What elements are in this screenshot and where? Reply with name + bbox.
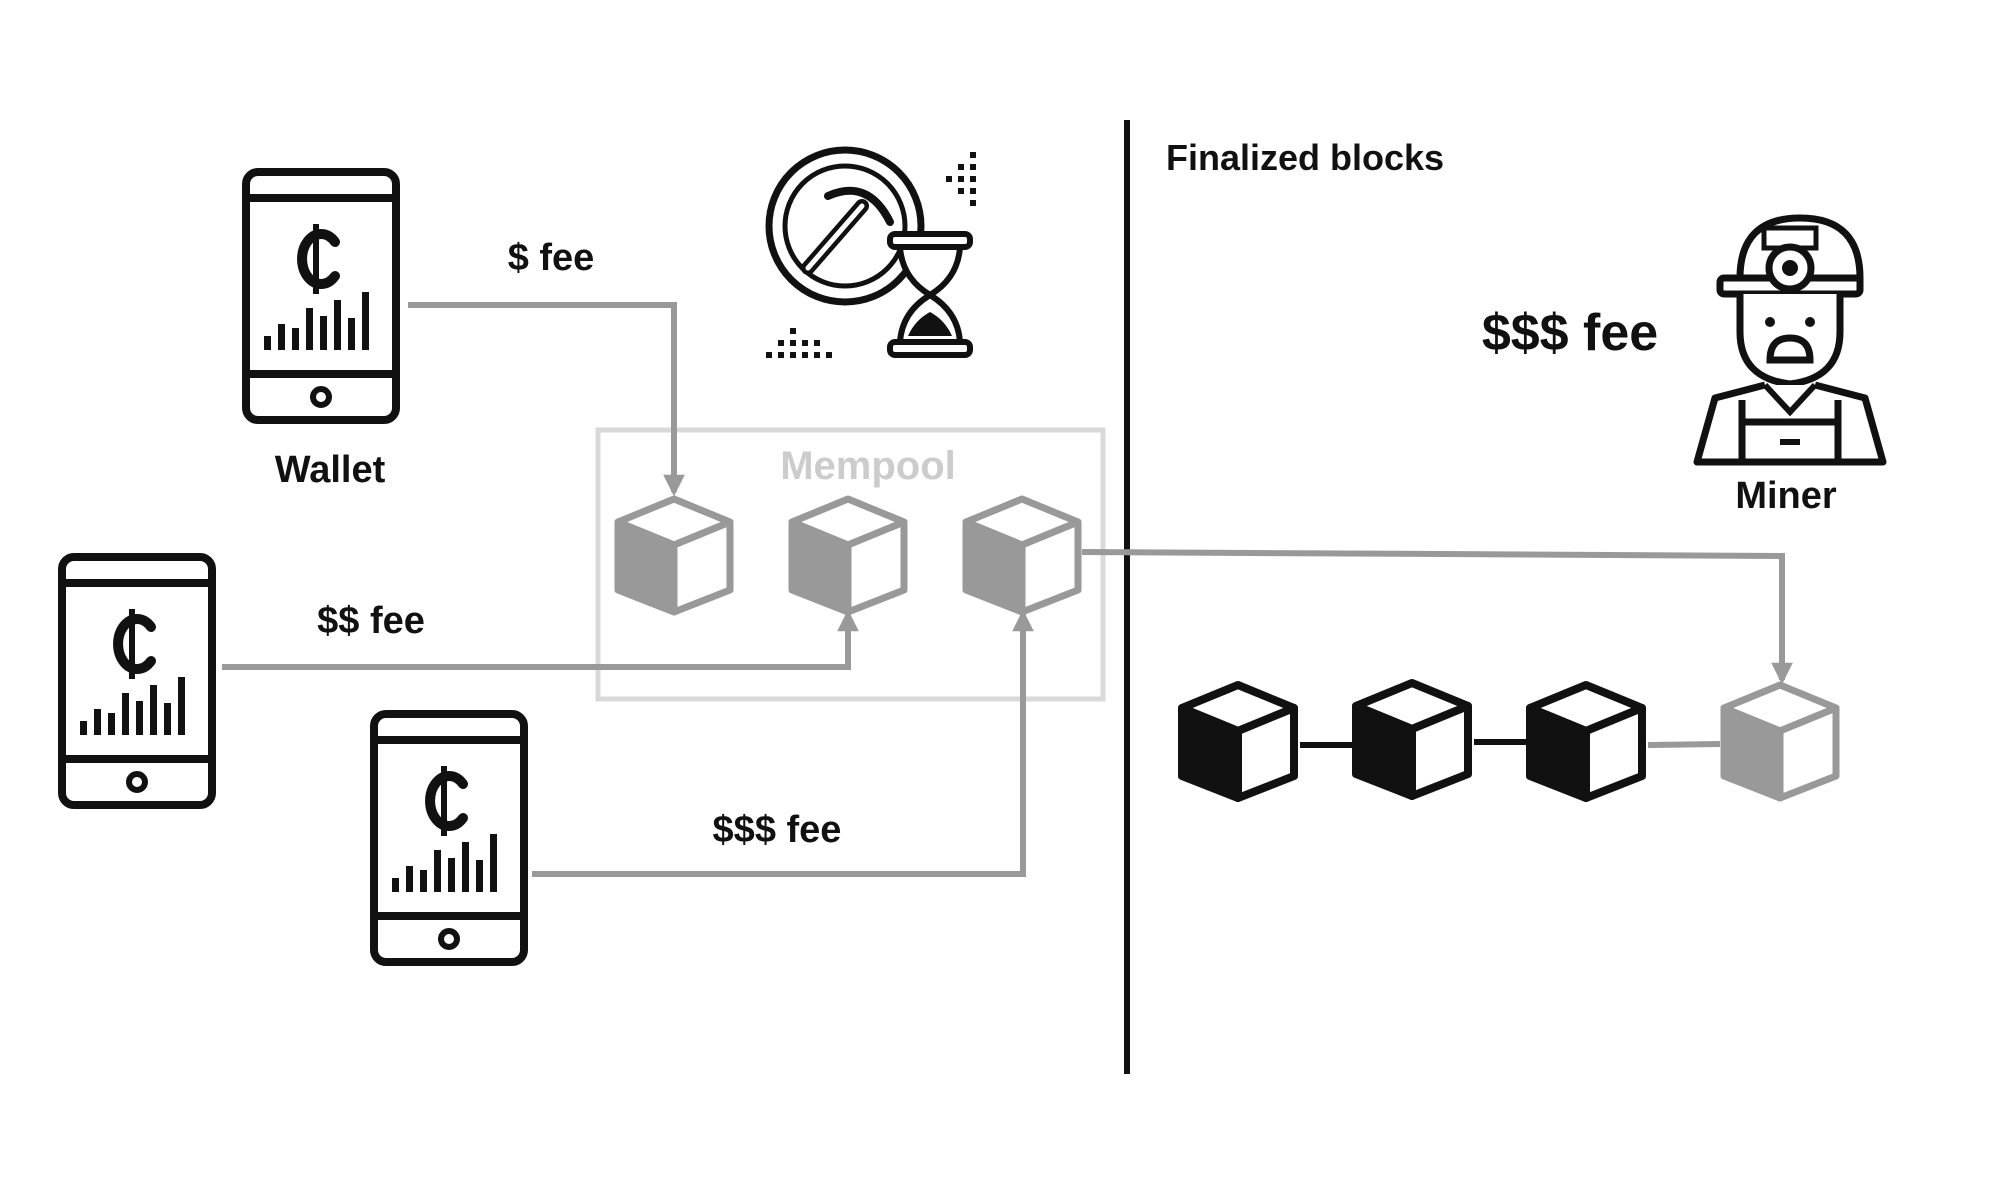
fee-3-label: $$$ fee xyxy=(713,809,842,851)
fee-1-label: $ fee xyxy=(508,237,595,279)
wallet-label: Wallet xyxy=(275,449,386,491)
mempool-block-2-icon xyxy=(792,499,904,612)
mining-icon xyxy=(765,146,976,358)
fee-2-connector xyxy=(222,609,859,670)
wallet-phone-1-icon xyxy=(246,172,396,420)
fee-2-label: $$ fee xyxy=(317,600,425,642)
new-block-icon xyxy=(1724,685,1836,798)
finalized-block-1-icon xyxy=(1182,685,1294,798)
mempool-block-3-icon xyxy=(966,499,1078,612)
wallet-phone-2-icon xyxy=(62,557,212,805)
miner-fee-label: $$$ fee xyxy=(1482,304,1658,362)
mempool-box xyxy=(595,427,1106,702)
mempool-to-block-connector xyxy=(1081,549,1793,685)
finalized-block-2-icon xyxy=(1356,683,1468,796)
wallet-phone-3-icon xyxy=(374,714,524,962)
mempool-label: Mempool xyxy=(780,444,956,488)
miner-icon xyxy=(1693,214,1887,466)
miner-label: Miner xyxy=(1735,475,1837,517)
fee-1-connector xyxy=(408,302,685,497)
chain-link xyxy=(1647,741,1721,748)
fee-3-connector xyxy=(532,609,1034,877)
finalized-block-3-icon xyxy=(1530,685,1642,798)
mempool-block-1-icon xyxy=(618,499,730,612)
finalized-blocks-label: Finalized blocks xyxy=(1166,137,1444,178)
